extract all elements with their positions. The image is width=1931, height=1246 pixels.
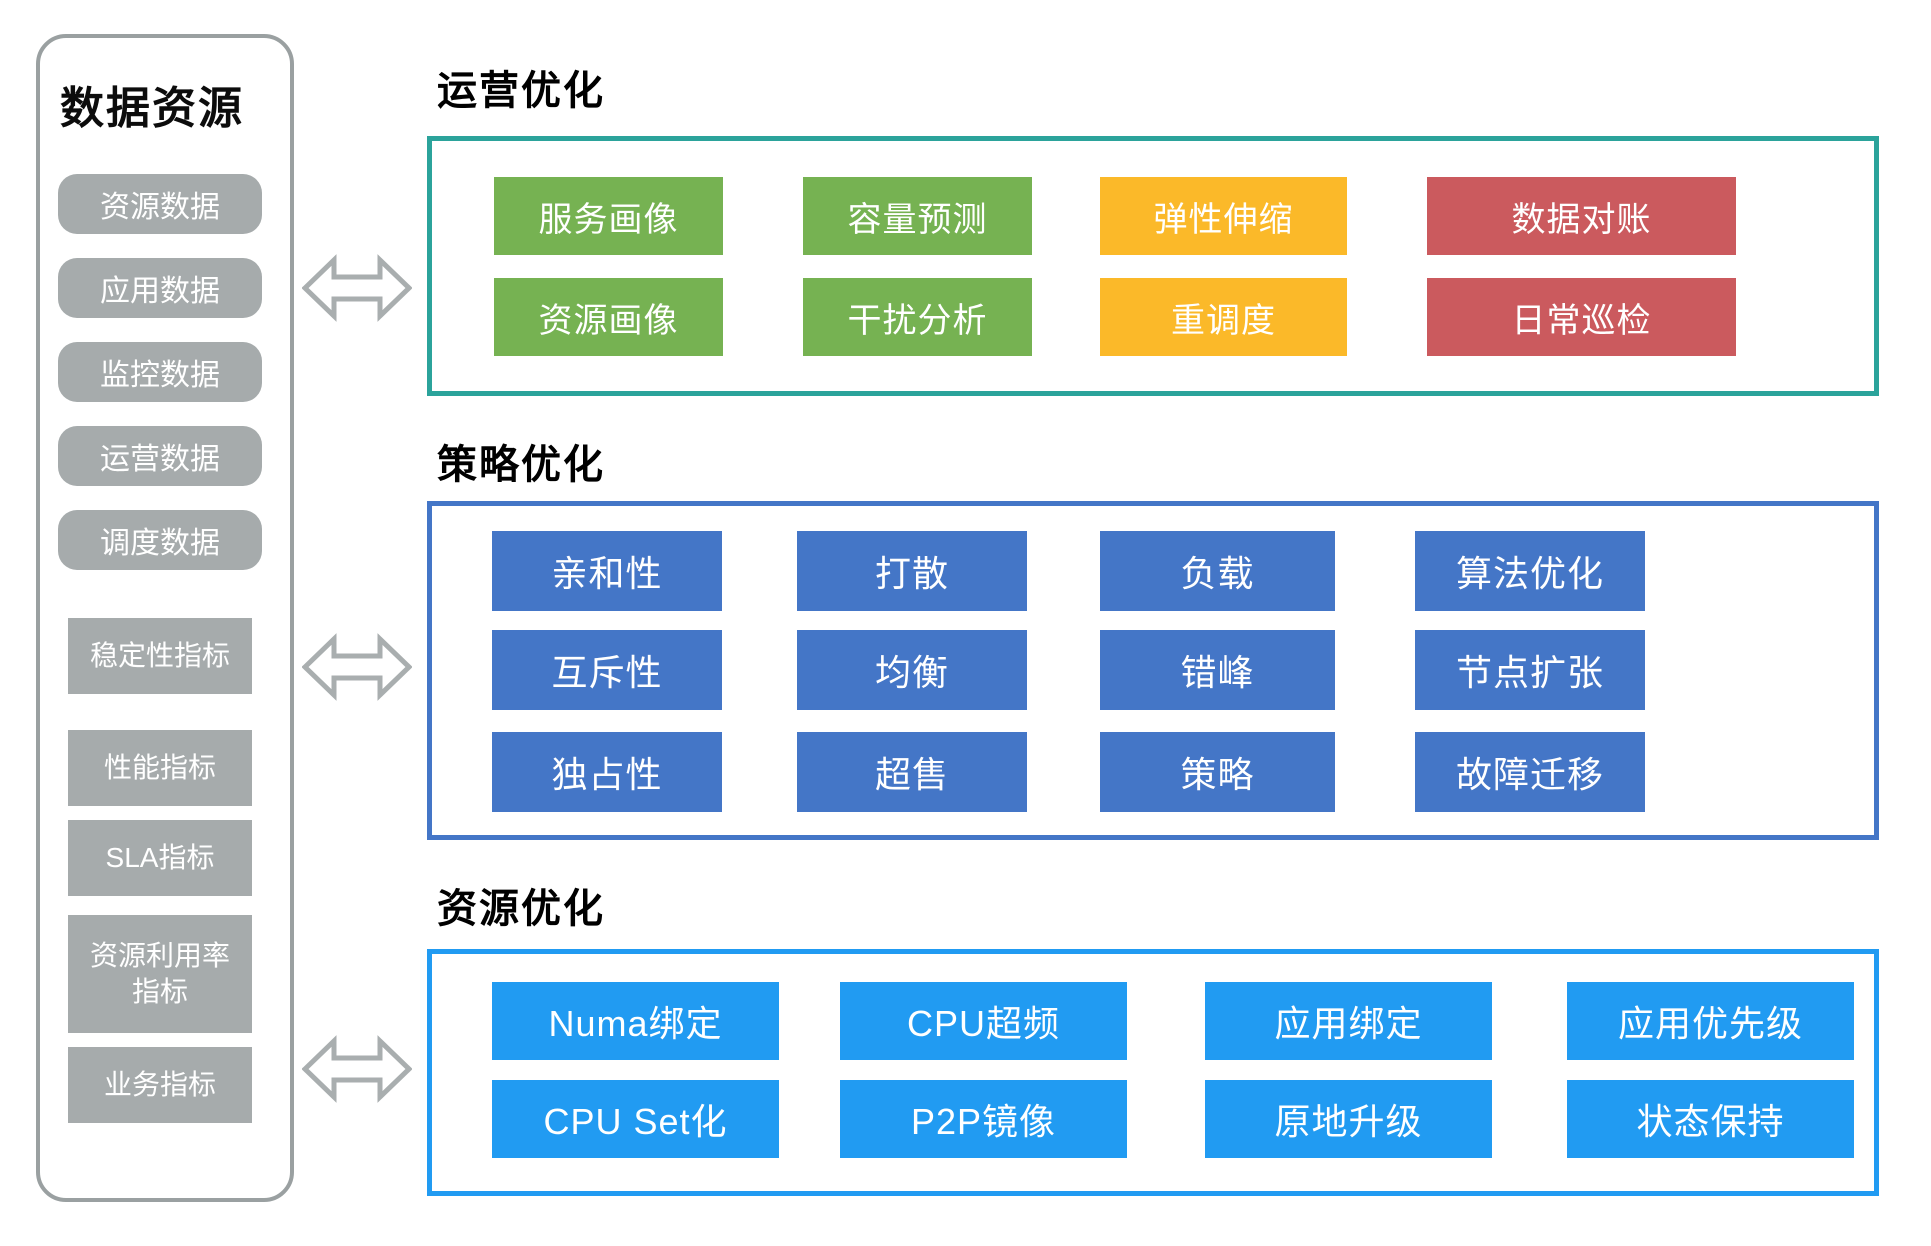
metric-stability: 稳定性指标: [68, 618, 252, 694]
resource-button-numa-bind: Numa绑定: [492, 982, 779, 1060]
section-title-operations: 运营优化: [437, 69, 605, 113]
metric-sla: SLA指标: [68, 820, 252, 896]
metric-utilization: 资源利用率指标: [68, 915, 252, 1033]
ops-button-capacity-forecast: 容量预测: [803, 177, 1032, 255]
resource-button-p2p-image: P2P镜像: [840, 1080, 1127, 1158]
double-arrow-icon: [302, 1035, 412, 1103]
strategy-button-node-expand: 节点扩张: [1415, 630, 1645, 710]
strategy-button-failover: 故障迁移: [1415, 732, 1645, 812]
double-arrow-icon: [302, 633, 412, 701]
strategy-button-load: 负载: [1100, 531, 1335, 611]
metric-performance: 性能指标: [68, 730, 252, 806]
resource-button-cpu-boost: CPU超频: [840, 982, 1127, 1060]
strategy-button-exclusive: 独占性: [492, 732, 722, 812]
pill-app-data: 应用数据: [58, 258, 262, 318]
strategy-button-affinity: 亲和性: [492, 531, 722, 611]
resource-button-cpu-set: CPU Set化: [492, 1080, 779, 1158]
ops-button-service-profile: 服务画像: [494, 177, 723, 255]
operations-box: 服务画像 资源画像 容量预测 干扰分析 弹性伸缩 重调度 数据对账 日常巡检: [427, 136, 1879, 396]
ops-button-data-reconcile: 数据对账: [1427, 177, 1736, 255]
ops-button-resource-profile: 资源画像: [494, 278, 723, 356]
sidebar-title: 数据资源: [60, 84, 244, 133]
ops-button-daily-inspection: 日常巡检: [1427, 278, 1736, 356]
resource-button-inplace-upgrade: 原地升级: [1205, 1080, 1492, 1158]
strategy-button-policy: 策略: [1100, 732, 1335, 812]
resource-button-app-bind: 应用绑定: [1205, 982, 1492, 1060]
ops-button-elastic-scaling: 弹性伸缩: [1100, 177, 1347, 255]
section-title-strategy: 策略优化: [437, 443, 605, 487]
metric-business: 业务指标: [68, 1047, 252, 1123]
strategy-button-algorithm-opt: 算法优化: [1415, 531, 1645, 611]
data-resources-panel: 数据资源 资源数据 应用数据 监控数据 运营数据 调度数据 稳定性指标 性能指标…: [36, 34, 294, 1202]
strategy-button-spread: 打散: [797, 531, 1027, 611]
resource-button-app-priority: 应用优先级: [1567, 982, 1854, 1060]
pill-operation-data: 运营数据: [58, 426, 262, 486]
resource-button-state-keep: 状态保持: [1567, 1080, 1854, 1158]
double-arrow-icon: [302, 254, 412, 322]
section-title-resource: 资源优化: [437, 887, 605, 931]
pill-resource-data: 资源数据: [58, 174, 262, 234]
strategy-button-balance: 均衡: [797, 630, 1027, 710]
strategy-button-anti-affinity: 互斥性: [492, 630, 722, 710]
strategy-button-off-peak: 错峰: [1100, 630, 1335, 710]
ops-button-reschedule: 重调度: [1100, 278, 1347, 356]
pill-schedule-data: 调度数据: [58, 510, 262, 570]
ops-button-interference: 干扰分析: [803, 278, 1032, 356]
strategy-button-oversell: 超售: [797, 732, 1027, 812]
resource-box: Numa绑定 CPU Set化 CPU超频 P2P镜像 应用绑定 原地升级 应用…: [427, 949, 1879, 1196]
strategy-box: 亲和性 互斥性 独占性 打散 均衡 超售 负载 错峰 策略 算法优化 节点扩张 …: [427, 501, 1879, 840]
pill-monitor-data: 监控数据: [58, 342, 262, 402]
